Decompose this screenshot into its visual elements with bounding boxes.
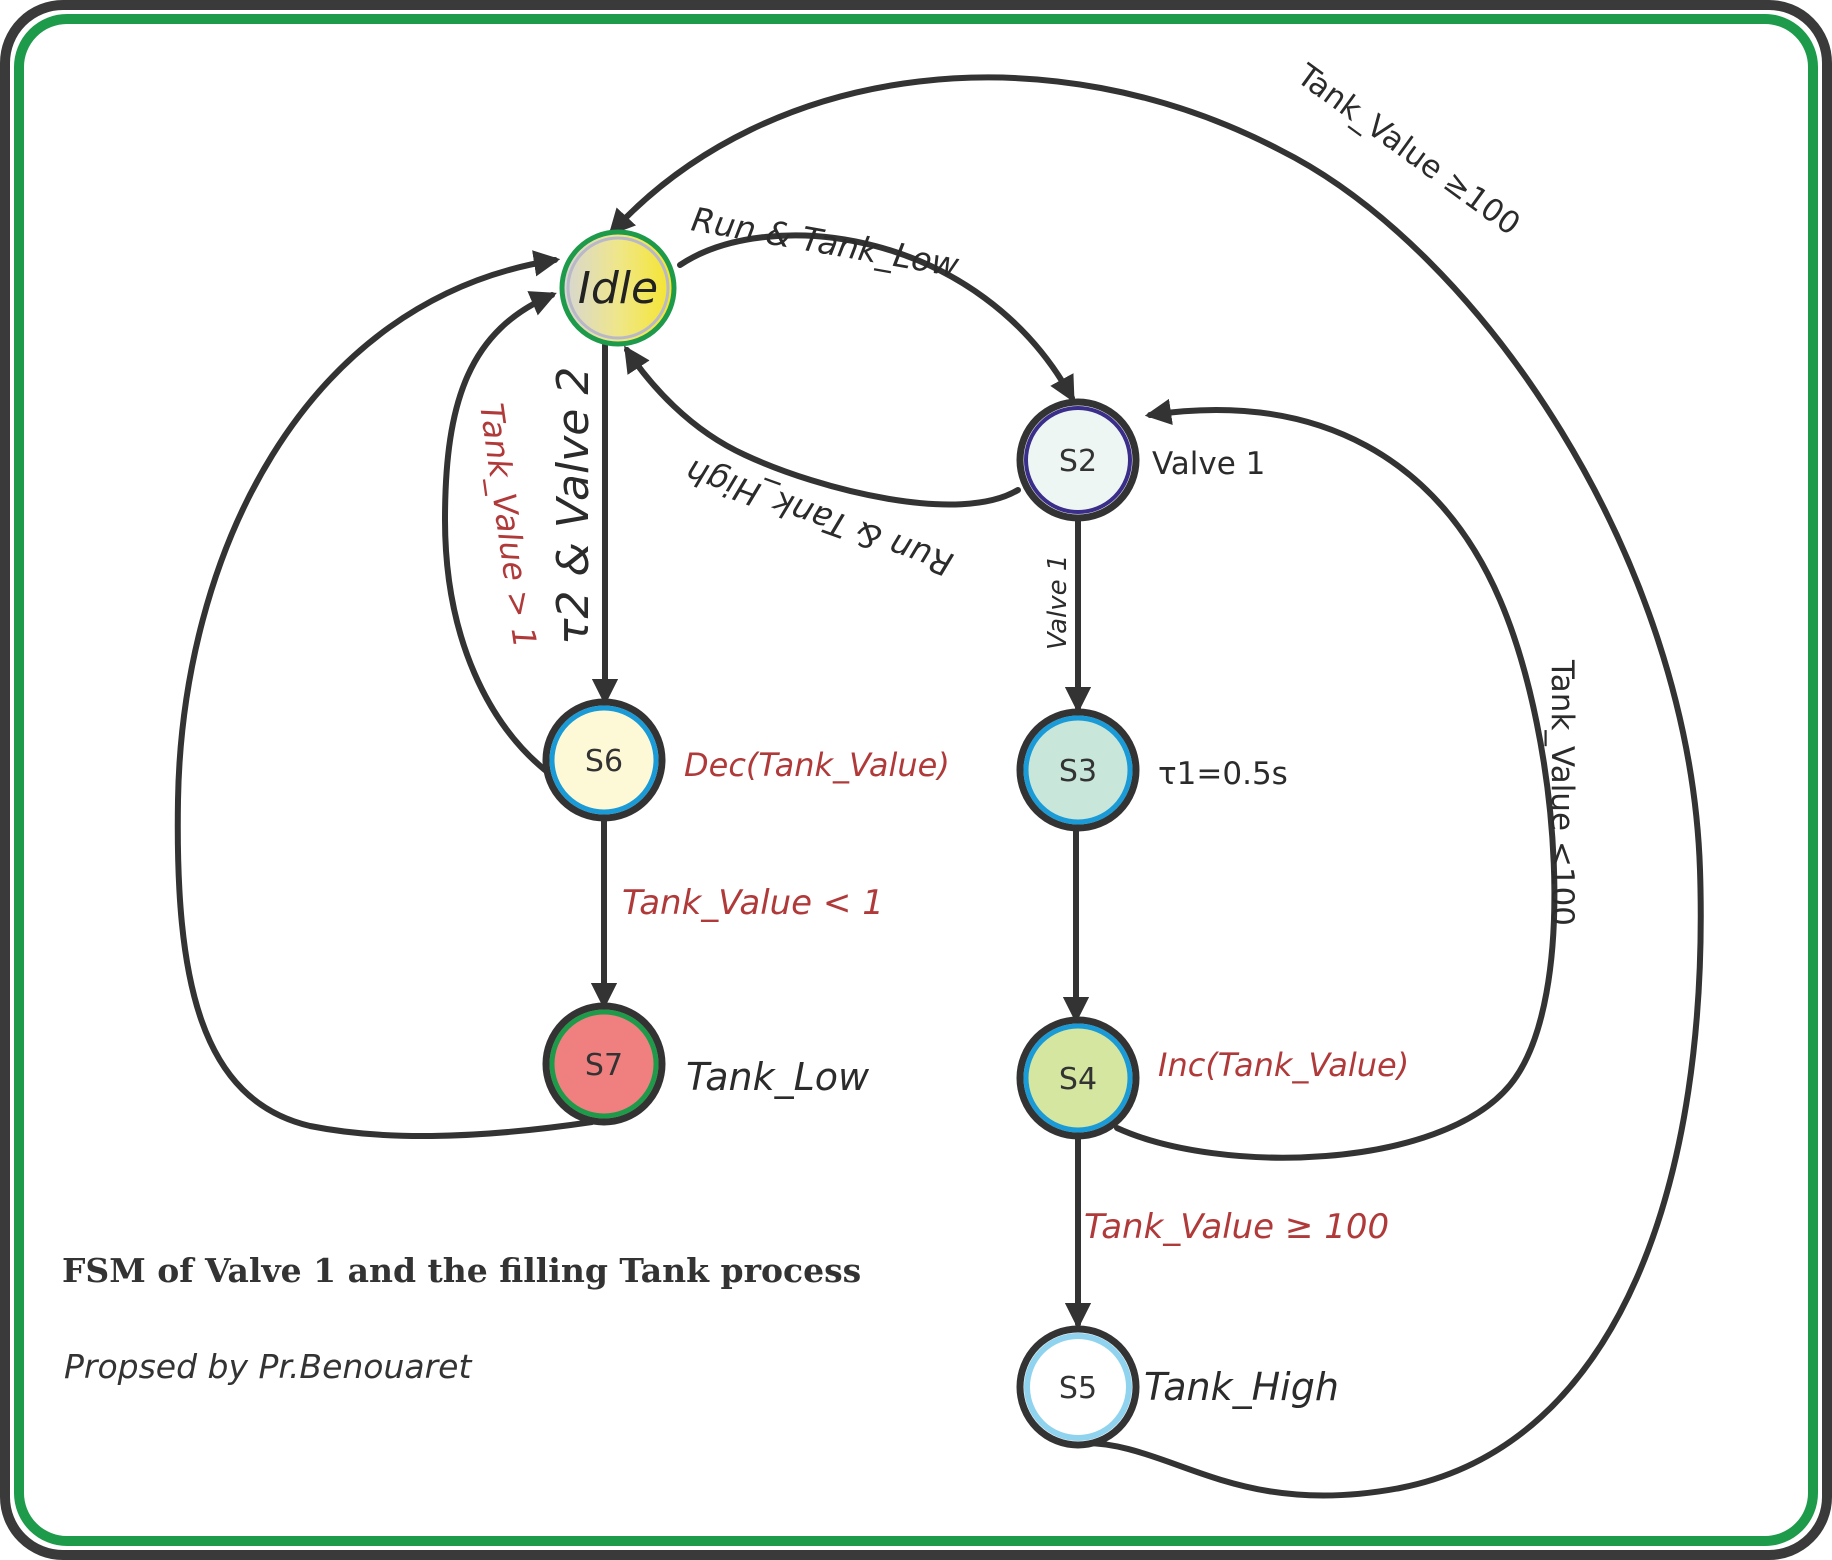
node-s3-label: S3 <box>1059 754 1097 789</box>
annotation-s2: Valve 1 <box>1152 446 1265 482</box>
diagram-title: FSM of Valve 1 and the filling Tank proc… <box>62 1251 861 1290</box>
node-s7: S7 <box>542 1002 666 1126</box>
node-idle-label: Idle <box>578 263 658 314</box>
annotation-s4: Inc(Tank_Value) <box>1158 1046 1409 1084</box>
annotation-s7: Tank_Low <box>686 1055 870 1099</box>
annotation-s5: Tank_High <box>1144 1365 1339 1409</box>
edge-label-s4-to-s2: Tank_Value <100 <box>1544 659 1580 926</box>
edge-label-s4-to-s5: Tank_Value ≥ 100 <box>1084 1207 1389 1247</box>
node-s3: S3 <box>1016 708 1140 832</box>
edge-label-s2-to-s3: Valve 1 <box>1043 555 1073 650</box>
edge-s6-to-idle <box>441 291 557 773</box>
node-s6-label: S6 <box>585 744 623 779</box>
edge-label-idle-to-s6: τ2 & Valve 2 <box>548 367 599 645</box>
node-s7-label: S7 <box>585 1048 623 1083</box>
edge-idle-to-s2 <box>677 232 1075 403</box>
inner-frame <box>14 14 1818 1546</box>
node-s2-label: S2 <box>1059 444 1097 479</box>
node-s2: S2 <box>1016 398 1140 522</box>
node-s6: S6 <box>542 698 666 822</box>
node-idle: Idle <box>559 229 677 347</box>
edge-s7-to-idle <box>174 250 595 1140</box>
edge-label-s6-to-s7: Tank_Value < 1 <box>622 883 884 923</box>
edge-s4-to-s2 <box>1114 398 1558 1161</box>
edge-s5-to-idle <box>608 74 1704 1499</box>
node-s4-label: S4 <box>1059 1062 1097 1097</box>
edge-s2-to-idle <box>624 345 1021 508</box>
annotation-s3: τ1=0.5s <box>1158 756 1288 792</box>
node-s4: S4 <box>1016 1016 1140 1140</box>
node-s5-label: S5 <box>1059 1371 1097 1406</box>
annotation-s6: Dec(Tank_Value) <box>684 746 950 784</box>
node-s5: S5 <box>1016 1325 1140 1449</box>
diagram-credit: Propsed by Pr.Benouaret <box>64 1347 472 1386</box>
